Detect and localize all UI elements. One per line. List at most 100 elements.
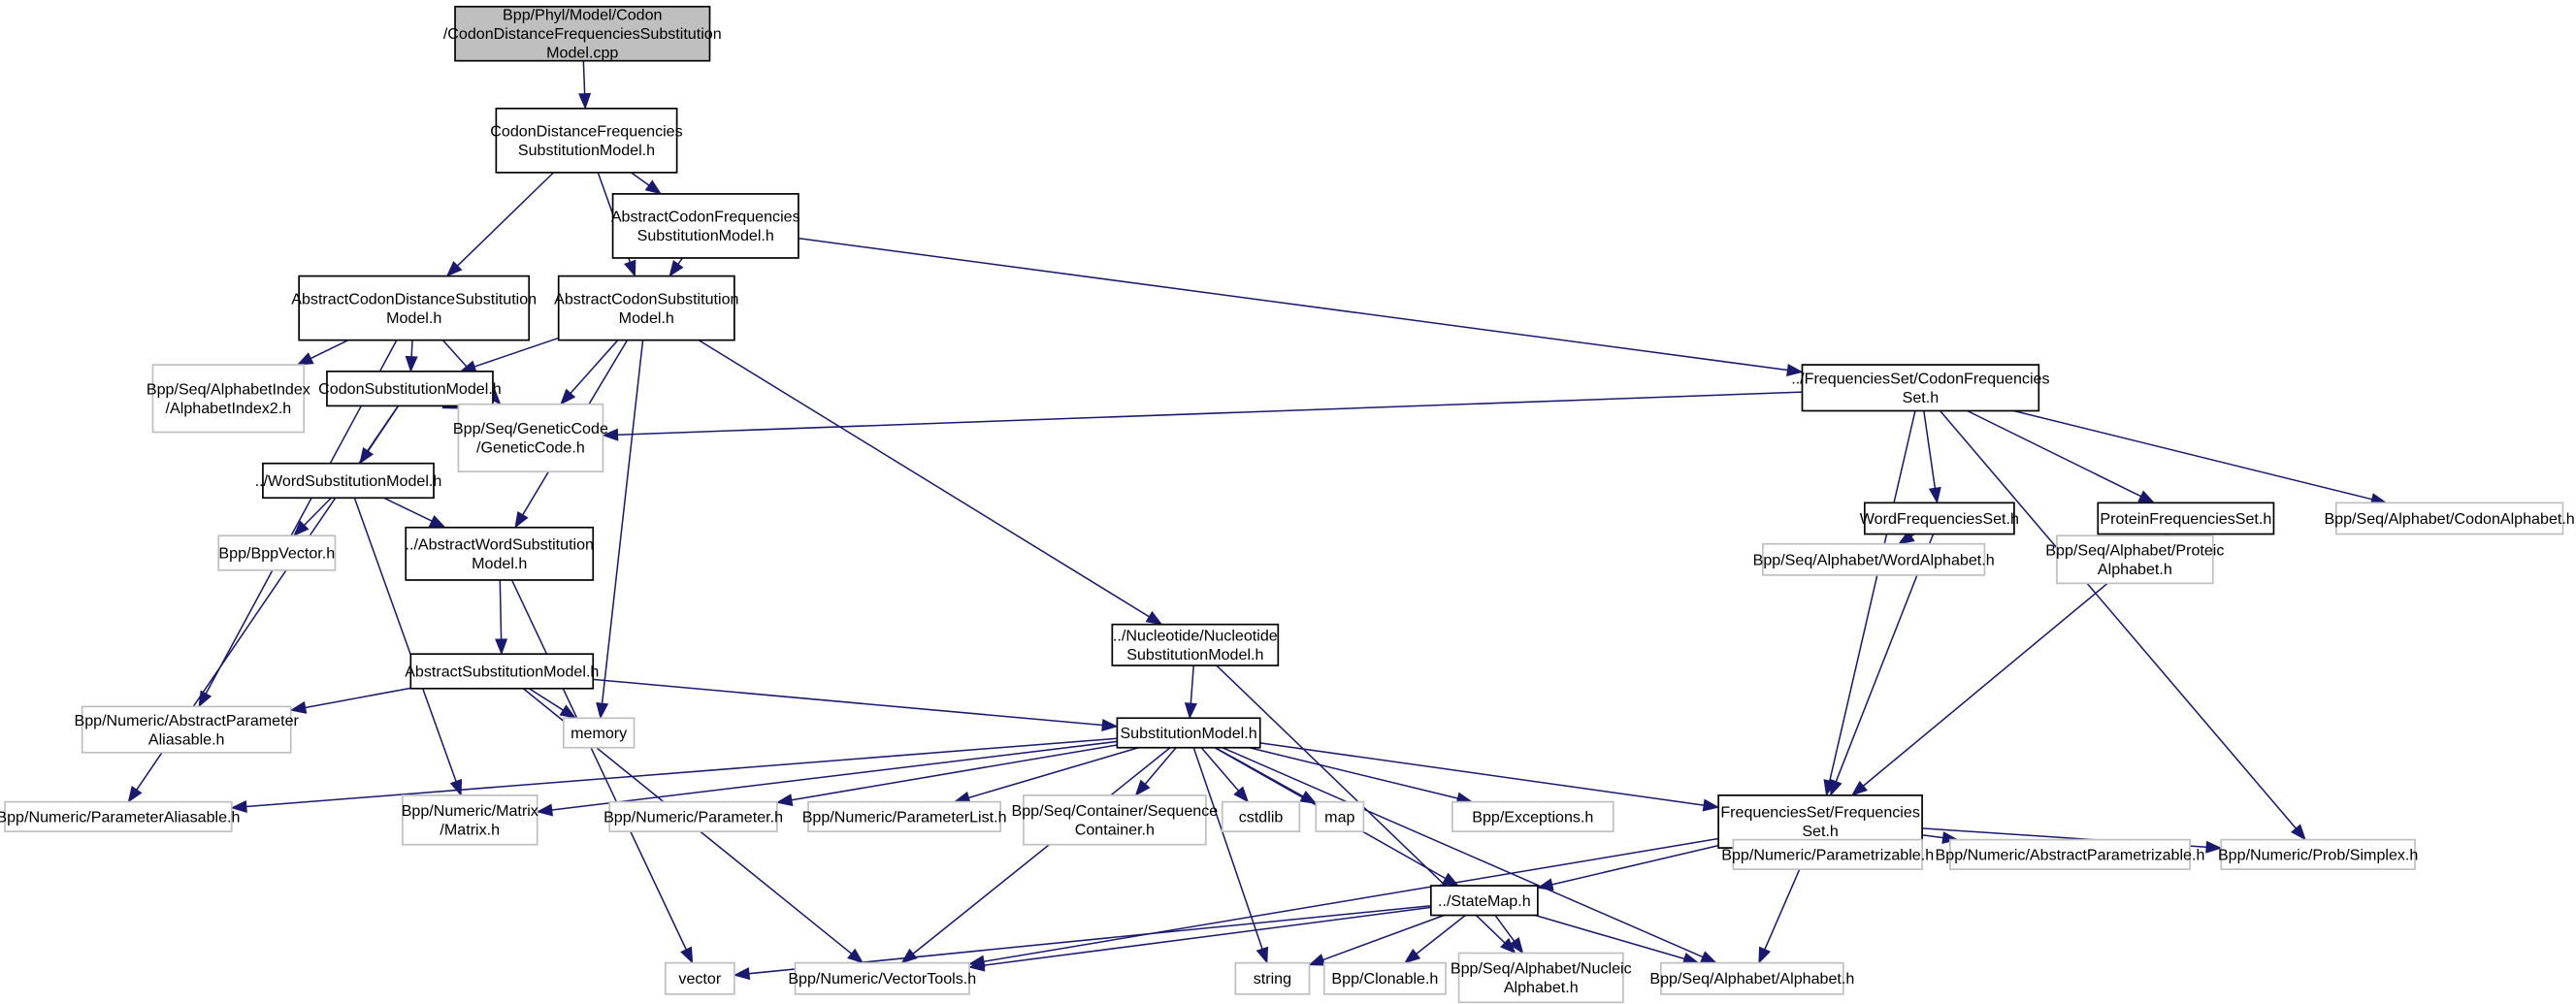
node-wordalpha[interactable]: Bpp/Seq/Alphabet/WordAlphabet.h: [1753, 542, 1995, 576]
edge-line: [1192, 747, 1263, 950]
arrowhead-icon: [1134, 779, 1151, 796]
node-csm[interactable]: CodonSubstitutionModel.h: [318, 370, 502, 407]
node-label: /AlphabetIndex2.h: [166, 400, 292, 417]
node-box: [1457, 952, 1624, 1004]
node-protfreq[interactable]: ProteinFrequenciesSet.h: [2097, 502, 2275, 535]
node-label: ../WordSubstitutionModel.h: [255, 472, 442, 490]
arrowhead-icon: [596, 701, 609, 720]
arrowhead-icon: [733, 967, 751, 981]
node-codonalpha[interactable]: Bpp/Seq/Alphabet/CodonAlphabet.h: [2324, 502, 2575, 535]
node-paramlist[interactable]: Bpp/Numeric/ParameterList.h: [802, 800, 1007, 832]
edge-codonfreq-to-protfreq: [1967, 409, 2156, 503]
node-exceptions[interactable]: Bpp/Exceptions.h: [1451, 800, 1614, 832]
node-box: [1761, 542, 1986, 576]
node-label: Bpp/Numeric/ParameterAliasable.h: [0, 808, 240, 826]
node-vectortools[interactable]: Bpp/Numeric/VectorTools.h: [788, 961, 976, 995]
edge-line: [1249, 747, 1458, 799]
node-simplex[interactable]: Bpp/Numeric/Prob/Simplex.h: [2218, 838, 2418, 870]
edge-line: [499, 579, 503, 639]
edge-acfsm-to-codonfreq: [798, 237, 1804, 376]
edge-line: [528, 688, 564, 711]
edge-line: [983, 837, 1719, 962]
edge-sm-to-vectortools: [900, 747, 1171, 964]
edge-asm-to-sm: [593, 678, 1119, 732]
edge-line: [1222, 747, 1704, 958]
node-label: WordFrequenciesSet.h: [1860, 510, 2019, 528]
node-pa[interactable]: Bpp/Numeric/ParameterAliasable.h: [0, 800, 240, 832]
edge-statemap-to-vectortools: [967, 906, 1431, 972]
arrowhead-icon: [293, 520, 310, 537]
edge-awsm-to-asm: [495, 579, 508, 656]
edge-line: [631, 172, 650, 186]
node-label: Bpp/Seq/Alphabet/Alphabet.h: [1649, 970, 1854, 988]
node-asm[interactable]: AbstractSubstitutionModel.h: [405, 653, 599, 690]
arrowhead-icon: [514, 510, 529, 529]
node-memory[interactable]: memory: [562, 717, 636, 749]
arrowhead-icon: [449, 778, 463, 796]
node-label: ../StateMap.h: [1438, 892, 1531, 910]
node-string[interactable]: string: [1234, 961, 1311, 995]
edge-acsm-to-gencode: [560, 340, 619, 405]
node-vector[interactable]: vector: [664, 961, 735, 995]
node-label: vector: [678, 970, 721, 988]
arrowhead-icon: [775, 793, 794, 807]
arrowhead-icon: [680, 946, 694, 964]
node-acfsm[interactable]: AbstractCodonFrequenciesSubstitutionMode…: [611, 193, 800, 259]
node-sm[interactable]: SubstitutionModel.h: [1116, 717, 1261, 749]
arrowhead-icon: [230, 799, 247, 814]
arrowhead-icon: [1308, 954, 1326, 966]
edge-line: [617, 391, 1803, 436]
edge-line: [2013, 409, 2372, 501]
edge-line: [1921, 834, 1943, 839]
node-label: Set.h: [1802, 823, 1839, 840]
node-box: [457, 403, 604, 473]
node-alphabet[interactable]: Bpp/Seq/Alphabet/Alphabet.h: [1649, 961, 1854, 995]
node-wordfreq[interactable]: WordFrequenciesSet.h: [1860, 502, 2019, 535]
node-label: Bpp/Seq/Alphabet/WordAlphabet.h: [1753, 551, 1995, 568]
edge-acsm-to-csm: [459, 337, 559, 372]
edge-statemap-to-clonable: [1403, 914, 1466, 964]
node-label: Bpp/Seq/AlphabetIndex: [147, 381, 310, 399]
node-bppvector[interactable]: Bpp/BppVector.h: [217, 534, 337, 571]
edge-sm-to-exceptions: [1249, 747, 1474, 805]
node-clonable[interactable]: Bpp/Clonable.h: [1322, 961, 1447, 995]
edge-line: [1829, 410, 1916, 782]
node-gencode[interactable]: Bpp/Seq/GeneticCode/GeneticCode.h: [453, 403, 608, 473]
node-box: [409, 653, 595, 690]
node-label: /CodonDistanceFrequenciesSubstitution: [443, 25, 722, 43]
arrowhead-icon: [1897, 530, 1915, 545]
node-matrix[interactable]: Bpp/Numeric/Matrix/Matrix.h: [402, 794, 538, 846]
node-statemap[interactable]: ../StateMap.h: [1429, 885, 1539, 917]
node-parametrizable[interactable]: Bpp/Numeric/Parametrizable.h: [1721, 838, 1934, 870]
edge-line: [353, 498, 457, 782]
node-nucsm[interactable]: ../Nucleotide/NucleotideSubstitutionMode…: [1111, 623, 1280, 666]
edge-line: [984, 906, 1431, 966]
node-box: [1116, 717, 1261, 749]
node-map[interactable]: map: [1315, 800, 1365, 832]
node-cstdlib[interactable]: cstdlib: [1221, 800, 1301, 832]
node-label: Bpp/Seq/GeneticCode: [453, 420, 608, 437]
edge-cdfsm-to-acfsm: [631, 172, 663, 195]
node-cdfsm[interactable]: CodonDistanceFrequenciesSubstitutionMode…: [490, 107, 683, 174]
node-alphaidx[interactable]: Bpp/Seq/AlphabetIndex/AlphabetIndex2.h: [147, 364, 310, 434]
arrowhead-icon: [560, 388, 576, 405]
node-label: AbstractCodonSubstitution: [554, 290, 738, 308]
node-absparametrizable[interactable]: Bpp/Numeric/AbstractParametrizable.h: [1936, 838, 2205, 870]
node-wsm[interactable]: ../WordSubstitutionModel.h: [255, 462, 442, 500]
node-label: /Matrix.h: [440, 822, 500, 839]
edge-line: [1190, 664, 1195, 704]
edge-line: [593, 678, 1103, 727]
node-box: [151, 364, 306, 434]
node-parameter[interactable]: Bpp/Numeric/Parameter.h: [603, 800, 783, 832]
node-label: Bpp/Seq/Container/Sequence: [1012, 802, 1219, 820]
edge-sm-to-pa: [230, 737, 1118, 814]
